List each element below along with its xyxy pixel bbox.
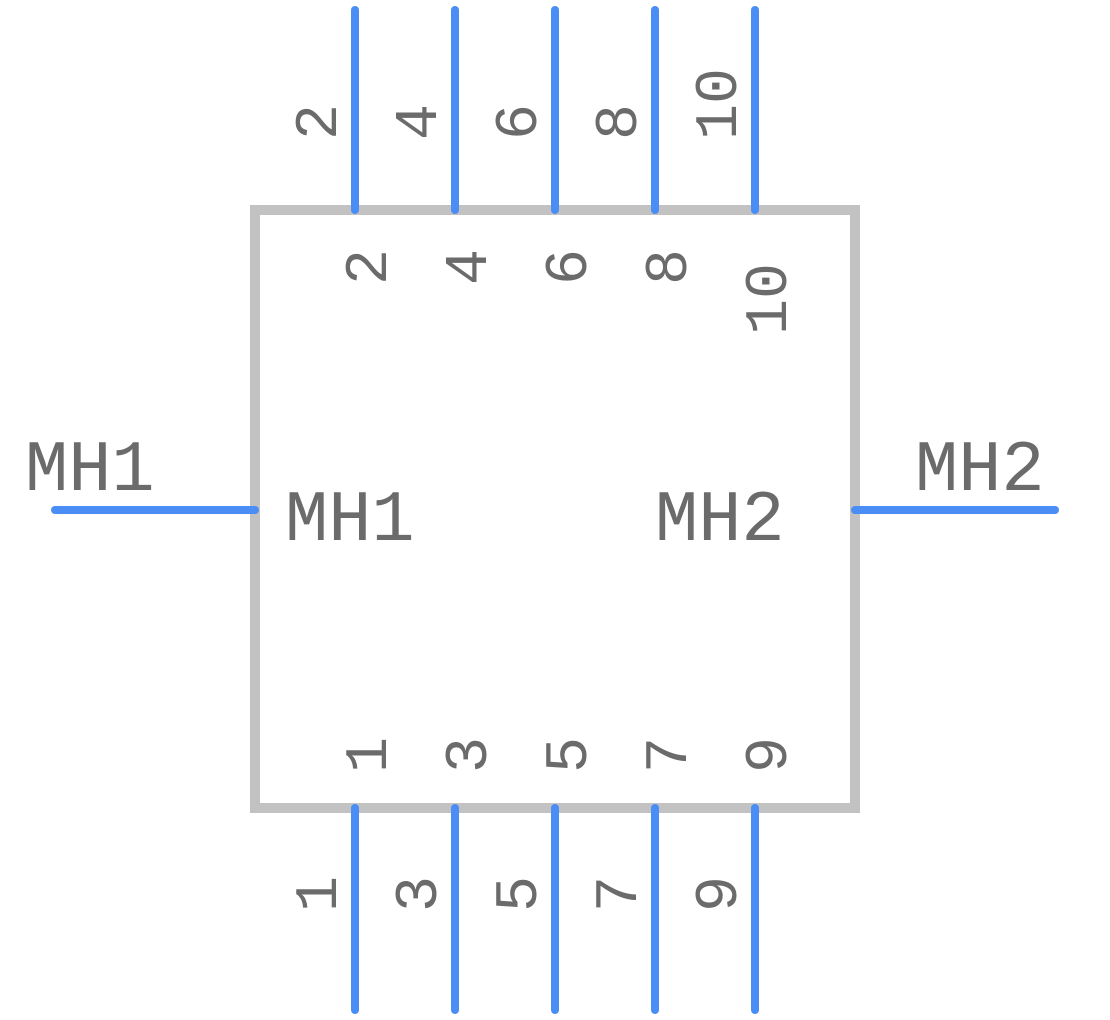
pin-number-inner: 5: [537, 737, 605, 773]
top-pin-2[interactable]: 4 4: [387, 6, 505, 285]
pin-number-inner: MH1: [285, 480, 415, 562]
bottom-pin-5[interactable]: 9 9: [687, 737, 805, 1014]
pin-number-outer: 3: [387, 876, 455, 912]
pin-number-inner: 9: [737, 737, 805, 773]
bottom-pin-2[interactable]: 3 3: [387, 737, 505, 1014]
pin-number-outer: 2: [287, 104, 355, 140]
bottom-pin-4[interactable]: 7 7: [587, 737, 705, 1014]
component-body: [250, 205, 860, 813]
pin-number-inner: 7: [637, 737, 705, 773]
pin-number-outer: 7: [587, 876, 655, 912]
pin-number-outer: 5: [487, 876, 555, 912]
pin-number-outer: 6: [487, 104, 555, 140]
pin-number-outer: 8: [587, 104, 655, 140]
pin-number-inner: MH2: [655, 480, 785, 562]
bottom-pin-3[interactable]: 5 5: [487, 737, 605, 1014]
top-pin-5[interactable]: 10 10: [687, 6, 805, 335]
pin-number-inner: 4: [437, 249, 505, 285]
pin-number-inner: 1: [337, 737, 405, 773]
bottom-pin-1[interactable]: 1 1: [287, 737, 405, 1014]
pin-number-outer: MH1: [25, 430, 155, 512]
pin-number-outer: 1: [287, 876, 355, 912]
pin-number-outer: 9: [687, 876, 755, 912]
right-pin-mh2[interactable]: MH2 MH2: [655, 430, 1059, 562]
top-pin-1[interactable]: 2 2: [287, 6, 405, 285]
pin-number-inner: 2: [337, 249, 405, 285]
pin-number-inner: 6: [537, 249, 605, 285]
left-pin-mh1[interactable]: MH1 MH1: [25, 430, 415, 562]
top-pin-3[interactable]: 6 6: [487, 6, 605, 285]
pin-number-inner: 10: [737, 263, 805, 335]
pin-number-outer: 10: [687, 68, 755, 140]
pin-number-inner: 8: [637, 249, 705, 285]
pin-number-inner: 3: [437, 737, 505, 773]
top-pin-4[interactable]: 8 8: [587, 6, 705, 285]
pin-number-outer: MH2: [915, 430, 1045, 512]
pin-number-outer: 4: [387, 104, 455, 140]
